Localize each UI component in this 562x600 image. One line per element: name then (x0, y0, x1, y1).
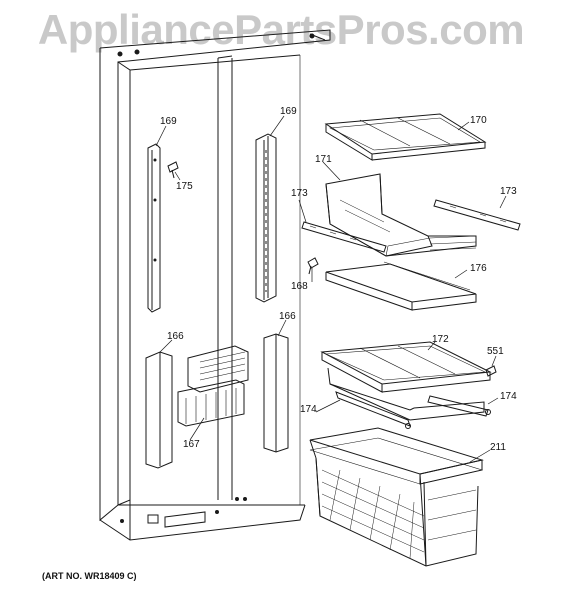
shelf-clip-left-173 (302, 222, 386, 252)
callout-172: 172 (432, 334, 449, 345)
shelf-170 (326, 114, 485, 160)
callout-166-left: 166 (167, 331, 184, 342)
callout-leaders (156, 116, 506, 462)
cabinet-liner (100, 30, 330, 540)
shelf-172 (322, 342, 490, 392)
callout-171: 171 (315, 154, 332, 165)
wire-bin-171 (326, 174, 476, 256)
callout-551: 551 (487, 346, 504, 357)
callout-169-left: 169 (160, 116, 177, 127)
control-housing-167 (178, 346, 248, 426)
callout-169-right: 169 (280, 106, 297, 117)
shelf-frame-174 (328, 368, 491, 429)
callout-174-left: 174 (300, 404, 317, 415)
screw-168 (308, 258, 318, 274)
callout-168: 168 (291, 281, 308, 292)
wire-basket-211 (310, 428, 482, 566)
art-number: (ART NO. WR18409 C) (42, 571, 137, 581)
screw-551 (486, 366, 496, 376)
callout-167: 167 (183, 439, 200, 450)
shelf-rail-right-169 (256, 134, 276, 302)
shelf-frame-176 (326, 262, 476, 310)
callout-166-right: 166 (279, 311, 296, 322)
shelf-rail-left-169 (148, 144, 160, 312)
callout-176: 176 (470, 263, 487, 274)
callout-175: 175 (176, 181, 193, 192)
duct-cover-right-166 (264, 334, 288, 452)
callout-211: 211 (490, 442, 506, 453)
callout-170: 170 (470, 115, 487, 126)
callout-173-right: 173 (500, 186, 517, 197)
callout-173-left: 173 (291, 188, 308, 199)
callout-174-right: 174 (500, 391, 517, 402)
screw-175 (168, 162, 178, 178)
duct-cover-left-166 (146, 352, 172, 468)
shelf-clip-right-173 (434, 200, 520, 230)
